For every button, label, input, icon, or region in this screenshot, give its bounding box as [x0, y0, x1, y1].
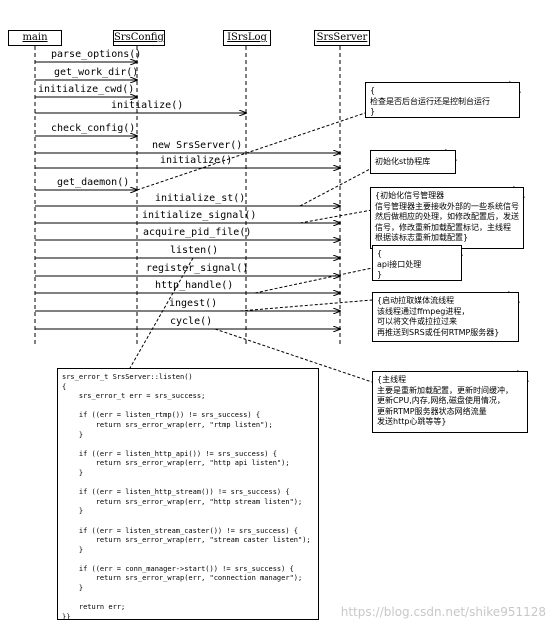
note-ingest: {启动拉取媒体流线程 该线程通过ffmpeg进程， 可以将文件或拉拉过来 再推送… — [372, 292, 519, 342]
note-line: 该线程通过ffmpeg进程， — [377, 306, 470, 316]
connector-listen-code — [129, 257, 194, 369]
message-label-log-initialize: initialize() — [111, 100, 184, 111]
message-label-http-handle: http_handle() — [155, 280, 234, 291]
code-line: if ((err = conn_manager->start()) != srs… — [62, 564, 294, 573]
participant-srsserver: SrsServer — [314, 30, 370, 46]
message-label-get-daemon: get_daemon() — [57, 177, 130, 188]
note-signal: {初始化信号管理器 信号管理器主要接收外部的一些系统信号 然后做相应的处理，如修… — [370, 187, 524, 249]
code-line: } — [62, 545, 84, 554]
note-line: api接口处理 — [377, 259, 422, 269]
message-label-cycle: cycle() — [170, 316, 213, 327]
connector-cycle — [214, 328, 373, 383]
note-line: { — [370, 86, 376, 95]
message-label-listen: listen() — [170, 245, 219, 256]
note-line: 更新RTMP服务器状态网络流量 — [377, 406, 487, 416]
code-line — [62, 594, 314, 604]
note-line: } — [377, 270, 383, 279]
code-line: }} — [62, 612, 71, 621]
connector-ingest — [239, 299, 373, 312]
code-line: srs_error_t err = srs_success; — [62, 392, 206, 401]
message-label-server-initialize: initialize() — [160, 155, 233, 166]
note-line: 初始化st协程库 — [375, 157, 431, 166]
note-line: {初始化信号管理器 — [375, 191, 445, 200]
note-line: 然后做相应的处理，如修改配置后，发送 — [375, 212, 519, 221]
code-line — [62, 440, 314, 450]
connector-api — [254, 267, 373, 294]
code-line: { — [62, 382, 67, 391]
code-line: return srs_error_wrap(err, "rtmp listen"… — [62, 420, 273, 429]
note-line: 更新CPU,内存,网络,磁盘使用情况， — [377, 396, 505, 405]
code-line: } — [62, 584, 84, 593]
connector-coroutine — [299, 167, 373, 207]
code-listen-box: srs_error_t SrsServer::listen(){ srs_err… — [57, 368, 319, 621]
code-line: if ((err = listen_http_api()) != srs_suc… — [62, 449, 277, 458]
message-label-ingest: ingest() — [169, 298, 218, 309]
note-line: {启动拉取媒体流线程 — [377, 296, 455, 305]
note-line: 检查是否后台运行还是控制台运行 — [370, 96, 490, 106]
message-label-new-srsserver: new SrsServer() — [152, 140, 243, 151]
message-label-parse-options: parse_options() — [51, 49, 142, 60]
message-label-initialize-cwd: initialize_cwd() — [38, 84, 135, 95]
note-line: 主要是重新加载配置，更新时间缓冲， — [377, 385, 513, 395]
code-line: return srs_error_wrap(err, "http stream … — [62, 497, 303, 506]
note-line: 再推送到SRS或任何RTMP服务器} — [377, 327, 500, 337]
connector-daemon-check — [136, 111, 369, 191]
connector-signal — [299, 209, 373, 224]
code-line: if ((err = listen_stream_caster()) != sr… — [62, 526, 299, 535]
note-line: 可以将文件或拉拉过来 — [377, 317, 457, 326]
note-line: } — [370, 107, 376, 116]
watermark: https://blog.csdn.net/shike951128 — [340, 605, 546, 619]
code-line: srs_error_t SrsServer::listen() — [62, 373, 193, 381]
code-line — [62, 479, 314, 489]
code-line: } — [62, 507, 84, 516]
message-label-get-work-dir: get_work_dir() — [54, 67, 139, 78]
message-label-register-signal: register_signal() — [146, 263, 249, 274]
note-line: { — [377, 249, 383, 258]
participant-main: main — [8, 30, 62, 46]
code-line: } — [62, 468, 84, 477]
code-line: if ((err = listen_http_stream()) != srs_… — [62, 488, 290, 497]
note-line: 发送http心跳等等} — [377, 417, 447, 426]
note-line: 信号，修改重新加载配置标记，主线程 — [375, 222, 511, 232]
note-cycle: {主线程 主要是重新加载配置，更新时间缓冲， 更新CPU,内存,网络,磁盘使用情… — [372, 371, 528, 433]
message-label-check-config: check_config() — [51, 123, 136, 134]
participant-srsconfig: SrsConfig — [113, 30, 165, 46]
code-line: return srs_error_wrap(err, "http api lis… — [62, 459, 290, 468]
note-line: 信号管理器主要接收外部的一些系统信号 — [375, 201, 519, 211]
code-line: if ((err = listen_rtmp()) != srs_success… — [62, 411, 261, 420]
participant-isrslog: ISrsLog — [223, 30, 271, 46]
code-line: return srs_error_wrap(err, "stream caste… — [62, 536, 311, 545]
code-line — [62, 517, 314, 527]
code-line — [62, 555, 314, 565]
code-line: return srs_error_wrap(err, "connection m… — [62, 574, 303, 583]
message-label-initialize-signal: initialize_signal() — [142, 210, 257, 221]
note-line: {主线程 — [377, 375, 407, 384]
note-api: { api接口处理 } — [372, 245, 462, 281]
code-line: } — [62, 430, 84, 439]
note-coroutine: 初始化st协程库 — [370, 150, 456, 174]
code-line — [62, 402, 314, 412]
note-daemon-check: { 检查是否后台运行还是控制台运行 } — [365, 82, 520, 118]
message-label-acquire-pid-file: acquire_pid_file() — [143, 227, 252, 238]
message-label-initialize-st: initialize_st() — [155, 193, 246, 204]
note-line: 根据该标志重新加载配置} — [375, 233, 469, 242]
code-line: return err; — [62, 603, 126, 612]
